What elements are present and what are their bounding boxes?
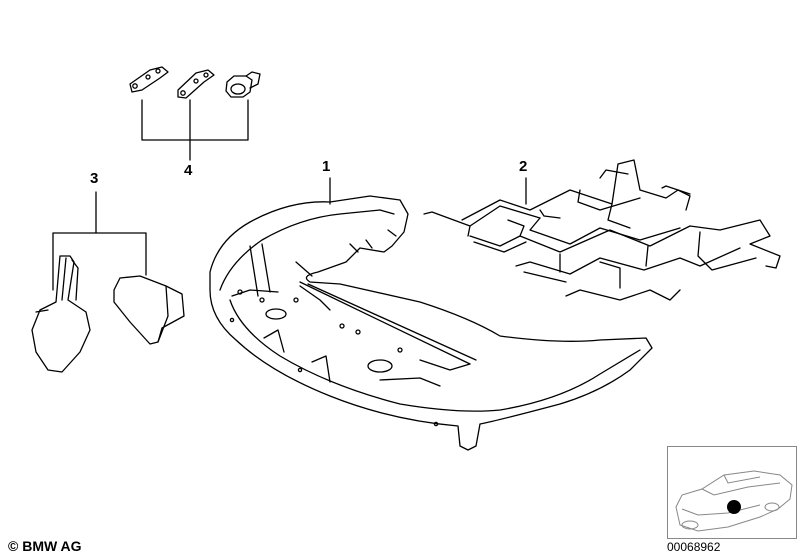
part-3-cover-left	[31, 255, 91, 373]
location-marker-icon	[727, 500, 741, 514]
part-1-seat-pan	[209, 195, 653, 451]
part-3-cover-right	[113, 275, 185, 345]
callout-3: 3	[90, 170, 99, 187]
part-4-bracket-plate-b	[177, 69, 215, 99]
vehicle-location-inset	[667, 446, 797, 539]
copyright-text: © BMW AG	[8, 538, 82, 554]
callout-2: 2	[519, 158, 528, 175]
part-2-spring-wire	[423, 159, 781, 301]
callout-1: 1	[322, 158, 331, 175]
part-4-bracket-plate-a	[129, 66, 169, 93]
part-3-leader	[52, 191, 147, 291]
part-4-leader	[141, 99, 249, 161]
callout-4: 4	[184, 162, 193, 179]
diagram-number: 00068962	[667, 540, 721, 554]
car-outline-icon	[675, 470, 793, 532]
part-4-bolt	[225, 71, 261, 98]
